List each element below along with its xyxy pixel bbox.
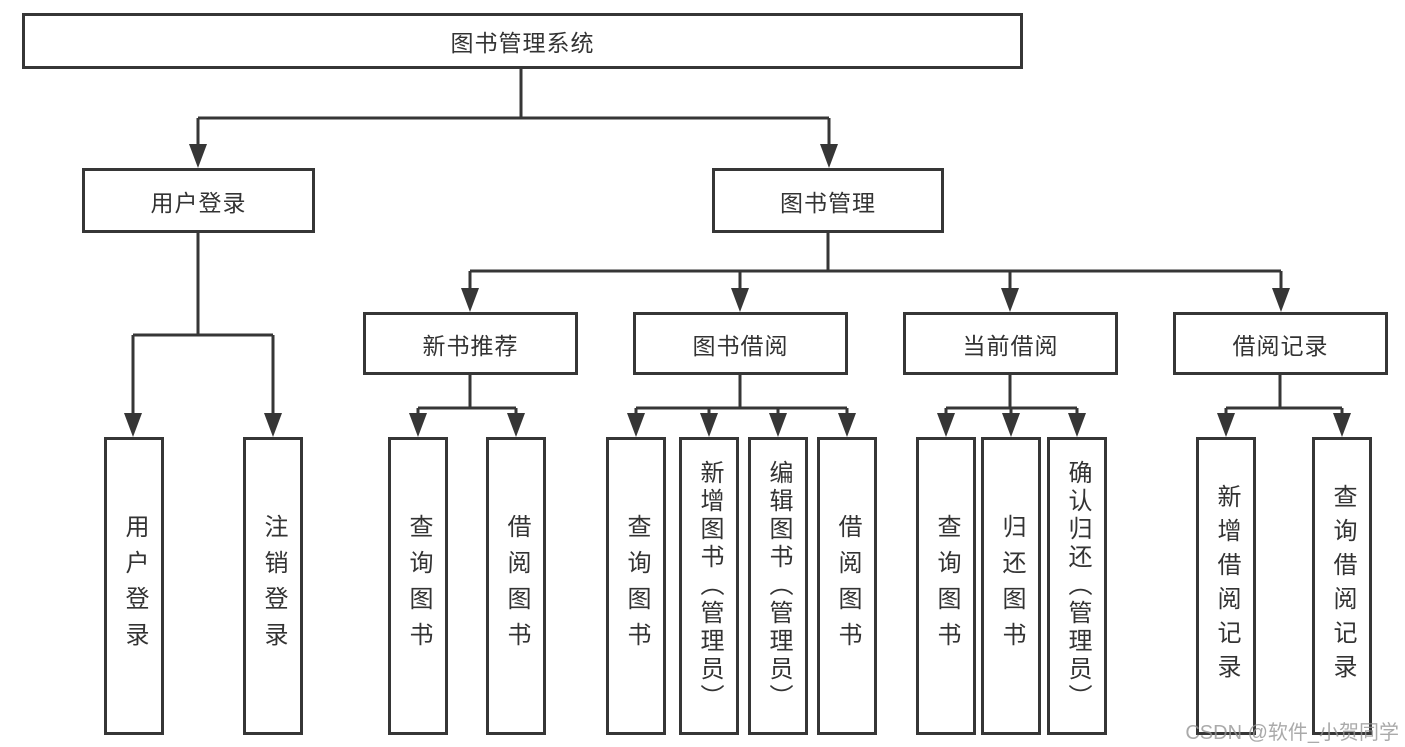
leaf-logout: 注销登录 — [243, 437, 303, 735]
node-current-borrow: 当前借阅 — [903, 312, 1118, 375]
leaf-current-query-books: 查询图书 — [916, 437, 976, 735]
connector-root-to-level2 — [196, 68, 831, 150]
node-label: 图书管理 — [780, 189, 876, 216]
leaf-newbook-query-books: 查询图书 — [388, 437, 448, 735]
node-label: 新书推荐 — [422, 332, 519, 359]
node-label: 用户登录 — [150, 189, 247, 216]
connector-newbook-to-leaves — [416, 375, 518, 420]
node-label: 图书管理系统 — [450, 30, 595, 56]
leaf-label: 新增图书（管理员） — [696, 460, 723, 712]
leaf-current-return-books: 归还图书 — [981, 437, 1041, 735]
leaf-label: 确认归还（管理员） — [1064, 460, 1091, 712]
leaf-label: 归还图书 — [998, 514, 1025, 658]
node-borrow-records: 借阅记录 — [1173, 312, 1388, 375]
node-new-book-recommend: 新书推荐 — [363, 312, 578, 375]
node-root-system: 图书管理系统 — [22, 13, 1023, 69]
leaf-borrow-borrow-books: 借阅图书 — [817, 437, 877, 735]
node-label: 图书借阅 — [692, 332, 789, 359]
leaf-borrow-add-books-admin: 新增图书（管理员） — [679, 437, 739, 735]
leaf-label: 新增借阅记录 — [1213, 484, 1240, 688]
arrowheads — [124, 144, 1351, 437]
leaf-label: 查询借阅记录 — [1329, 484, 1356, 688]
leaf-label: 借阅图书 — [503, 514, 530, 658]
leaf-label: 查询图书 — [933, 514, 960, 658]
leaf-borrow-edit-books-admin: 编辑图书（管理员） — [748, 437, 808, 735]
leaf-label: 编辑图书（管理员） — [765, 460, 792, 712]
node-label: 当前借阅 — [962, 332, 1059, 359]
csdn-watermark: CSDN @软件_小贺同学 — [1185, 722, 1399, 744]
leaf-current-confirm-return-admin: 确认归还（管理员） — [1047, 437, 1107, 735]
connector-records-to-leaves — [1224, 375, 1344, 420]
leaf-label: 借阅图书 — [834, 514, 861, 658]
connector-userlogin-to-leaves — [131, 232, 275, 419]
node-book-borrow: 图书借阅 — [633, 312, 848, 375]
leaf-label: 查询图书 — [405, 514, 432, 658]
leaf-user-login: 用户登录 — [104, 437, 164, 735]
leaf-records-add-record: 新增借阅记录 — [1196, 437, 1256, 735]
node-book-management: 图书管理 — [712, 168, 944, 233]
leaf-borrow-query-books: 查询图书 — [606, 437, 666, 735]
leaf-label: 注销登录 — [260, 514, 287, 658]
node-user-login: 用户登录 — [82, 168, 315, 233]
node-label: 借阅记录 — [1232, 332, 1329, 359]
leaf-newbook-borrow-books: 借阅图书 — [486, 437, 546, 735]
leaf-records-query-record: 查询借阅记录 — [1312, 437, 1372, 735]
connector-bookmgmt-to-level3 — [468, 232, 1283, 294]
connector-bookborrow-to-leaves — [634, 375, 849, 420]
leaf-label: 查询图书 — [623, 514, 650, 658]
leaf-label: 用户登录 — [121, 514, 148, 658]
